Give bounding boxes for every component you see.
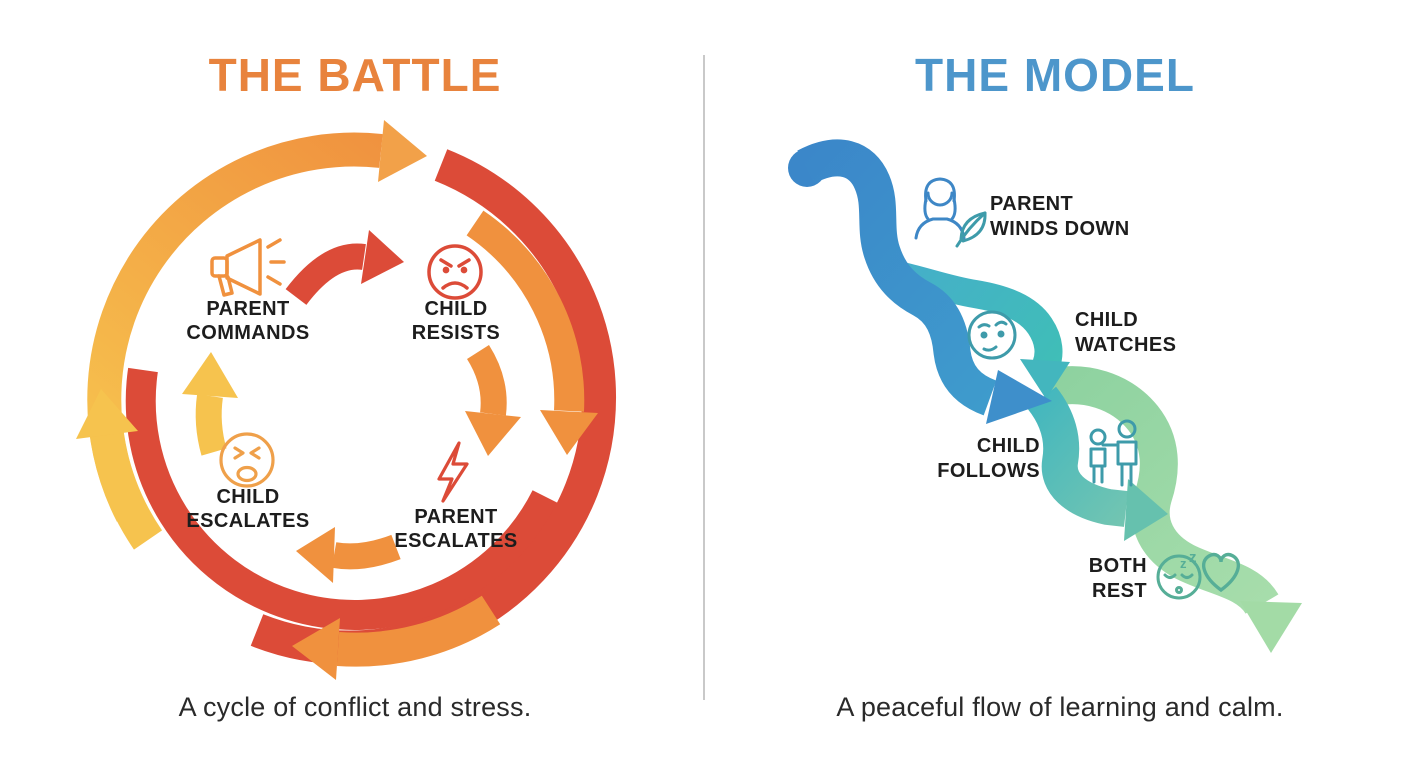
- arrow-child-escalates-to-commands: [182, 352, 238, 456]
- arrow-parent-escalates-to-child-escalates: [296, 527, 401, 583]
- svg-text:z: z: [1180, 556, 1187, 571]
- battle-node-child-resists: CHILD RESISTS: [411, 298, 501, 344]
- flow-arrowhead-follows: [1124, 479, 1168, 541]
- cycle-arrowhead-left: [76, 389, 138, 439]
- battle-caption: A cycle of conflict and stress.: [178, 692, 532, 722]
- cycle-arrowhead-right: [540, 410, 598, 455]
- panel-divider: [703, 55, 705, 700]
- battle-cycle-diagram: [76, 120, 617, 680]
- model-step-parent-winds-down: PARENT WINDS DOWN: [990, 193, 1130, 240]
- battle-title: THE BATTLE: [208, 49, 502, 101]
- arrow-commands-to-resists: [285, 230, 404, 306]
- battle-node-parent-escalates: PARENT ESCALATES: [394, 506, 518, 552]
- parent-child-icon: [1089, 419, 1138, 487]
- model-step-child-follows: CHILD FOLLOWS: [937, 435, 1040, 482]
- sleeping-face-heart-icon: z z: [1156, 549, 1241, 600]
- arrow-resists-to-parent-escalates: [465, 345, 521, 456]
- distressed-face-icon: [219, 432, 275, 488]
- cycle-arrowhead-bottom: [292, 618, 340, 680]
- model-flow-diagram: z z: [788, 139, 1302, 653]
- model-title: THE MODEL: [915, 49, 1195, 101]
- angry-face-icon: [427, 244, 483, 300]
- megaphone-icon: [210, 238, 286, 297]
- flow-arrowhead-watches: [1020, 359, 1070, 399]
- cycle-arrowhead-top: [378, 120, 427, 182]
- battle-node-child-escalates: CHILD ESCALATES: [186, 486, 310, 532]
- parent-leaf-icon: [914, 177, 987, 248]
- lightning-icon: [437, 441, 469, 503]
- svg-text:z: z: [1189, 549, 1197, 566]
- flow-arrowhead-rest: [1240, 601, 1302, 653]
- model-step-both-rest: BOTH REST: [1088, 555, 1147, 602]
- flow-arrowhead-winds-down: [986, 370, 1052, 424]
- curious-face-icon: [967, 310, 1017, 360]
- model-caption: A peaceful flow of learning and calm.: [836, 692, 1284, 722]
- model-step-child-watches: CHILD WATCHES: [1075, 309, 1177, 356]
- battle-node-parent-commands: PARENT COMMANDS: [186, 298, 310, 344]
